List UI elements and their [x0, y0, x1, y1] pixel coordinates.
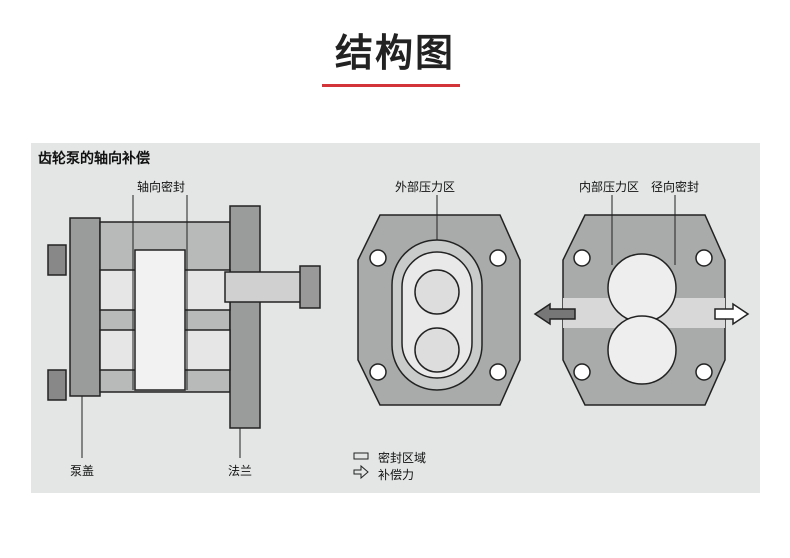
outer-pressure-view [357, 195, 521, 406]
label-pump-cover: 泵盖 [70, 464, 95, 478]
upper-gear [607, 253, 677, 323]
page-title: 结构图 [334, 31, 455, 75]
label-flange: 法兰 [228, 464, 253, 478]
inner-pressure-view [533, 195, 750, 406]
side-section-view [47, 195, 321, 458]
lower-gear [607, 315, 677, 385]
legend-compensation: 补偿力 [378, 468, 415, 482]
seal-area-icon [353, 452, 369, 460]
label-outer-pressure: 外部压力区 [395, 180, 456, 194]
label-inner-pressure: 内部压力区 [579, 180, 640, 194]
inlet-arrow [714, 302, 750, 326]
title-underline [322, 84, 460, 87]
compensation-arrow-icon [353, 464, 369, 480]
legend-seal-area: 密封区域 [378, 451, 427, 465]
label-radial-seal: 径向密封 [651, 180, 700, 194]
diagram-heading: 齿轮泵的轴向补偿 [38, 151, 150, 167]
flange [229, 205, 261, 429]
pump-cover [69, 217, 101, 397]
outlet-arrow [533, 302, 576, 326]
label-axial-seal: 轴向密封 [137, 180, 186, 194]
